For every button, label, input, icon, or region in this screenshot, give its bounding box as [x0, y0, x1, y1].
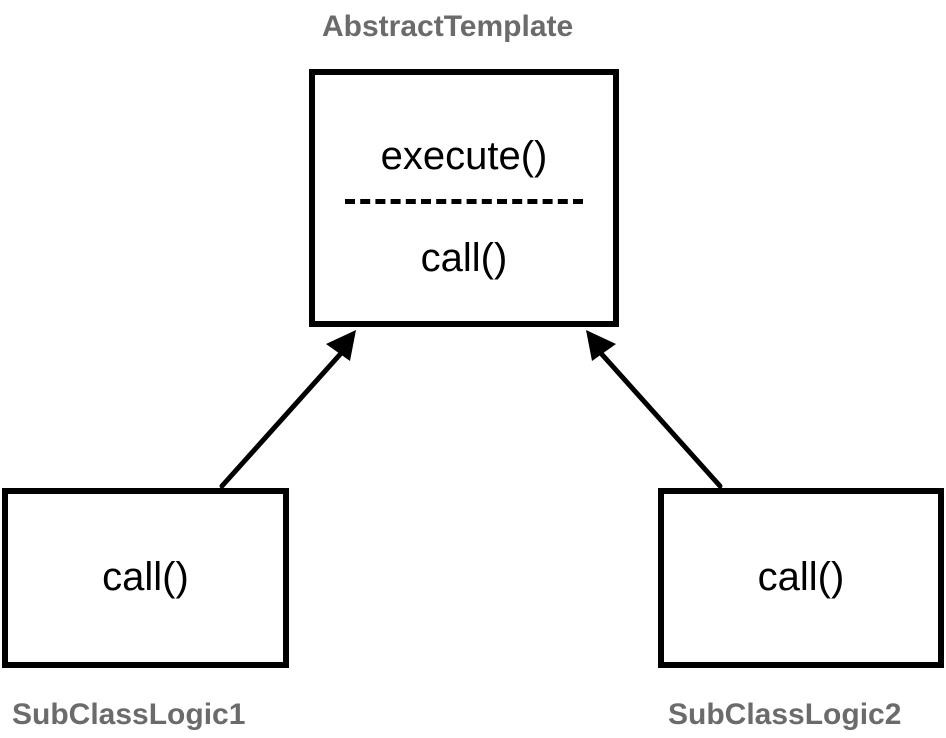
- subclass1-name: SubClassLogic1: [12, 698, 246, 731]
- method-separator: [345, 199, 583, 204]
- subclass-logic2-box: call(): [658, 488, 944, 668]
- subclass2-call-method: call(): [757, 555, 845, 599]
- abstract-class-name: AbstractTemplate: [322, 10, 574, 43]
- subclass-logic1-box: call(): [2, 488, 289, 668]
- arrowhead-left: [326, 330, 356, 361]
- subclass2-name: SubClassLogic2: [668, 698, 902, 731]
- subclass1-call-method: call(): [102, 555, 189, 599]
- arrow-sub2-to-abstract: [595, 347, 723, 489]
- arrowhead-right: [586, 330, 616, 361]
- call-method: call(): [420, 236, 508, 280]
- abstract-template-box: execute() call(): [309, 69, 619, 327]
- execute-method: execute(): [380, 134, 548, 178]
- arrow-sub1-to-abstract: [219, 347, 347, 489]
